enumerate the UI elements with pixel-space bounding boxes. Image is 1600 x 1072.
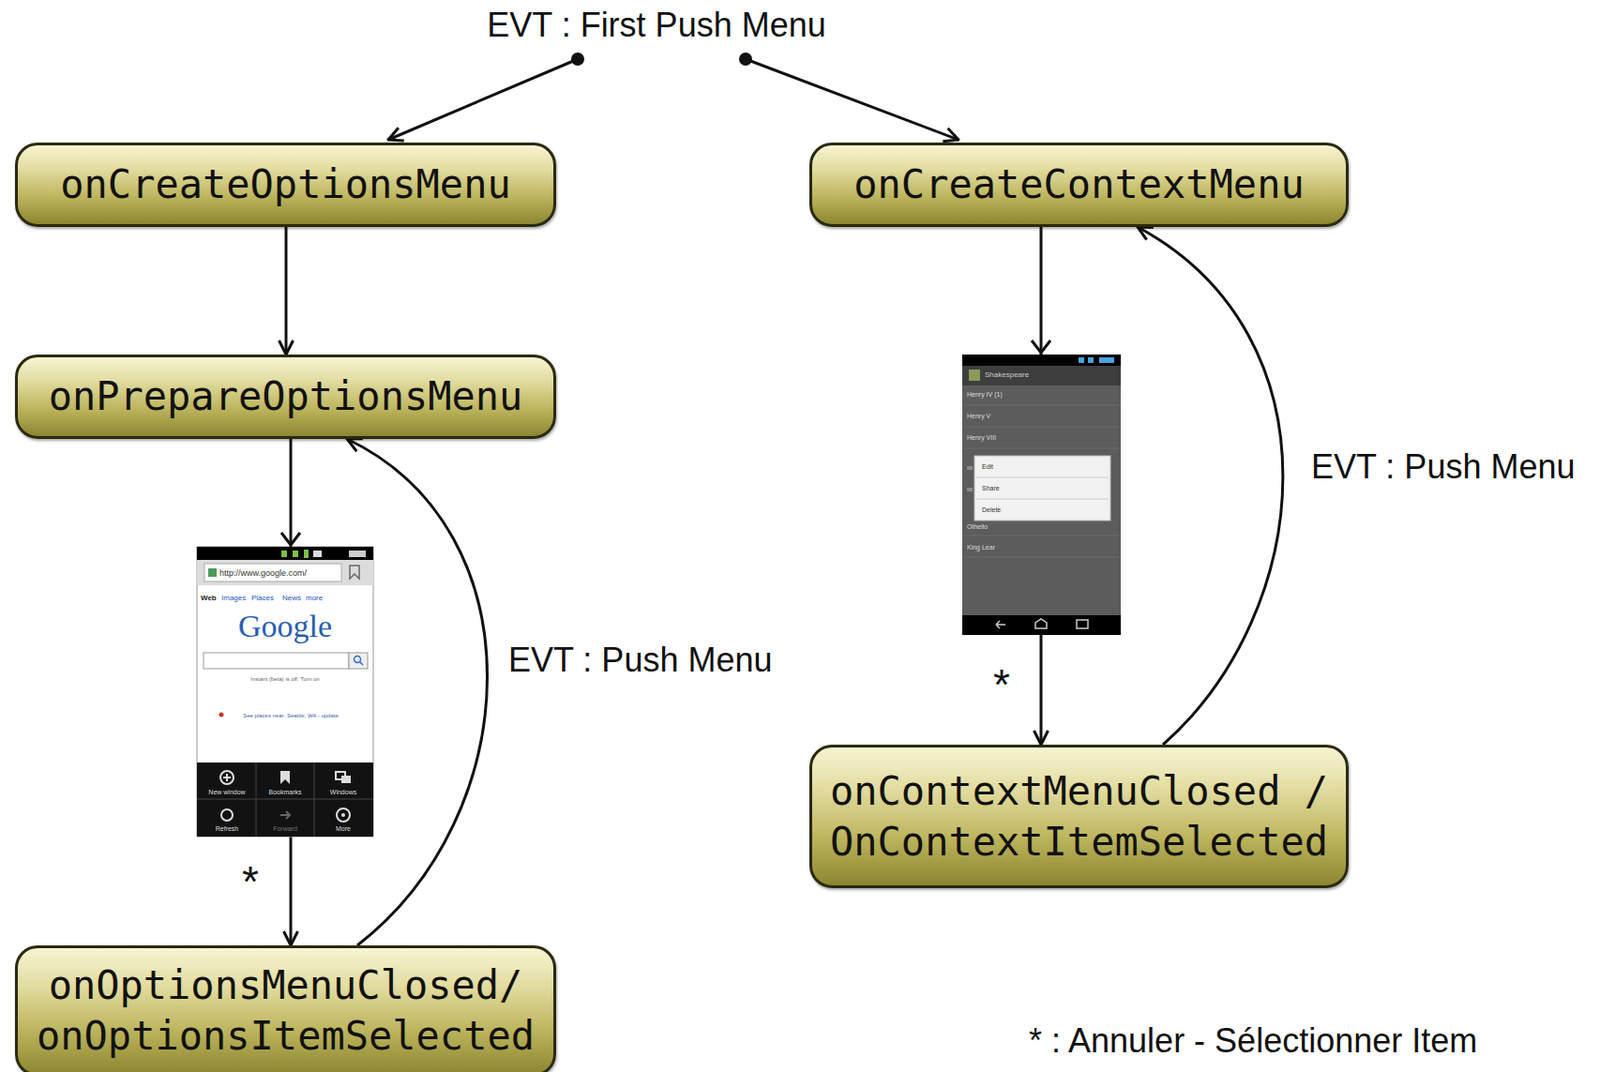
transition-arrow: [1137, 226, 1284, 745]
tab-link: Places: [251, 593, 274, 603]
edge-label: EVT : Push Menu: [1309, 447, 1577, 486]
context-menu-screenshot-part: [962, 405, 1121, 407]
options-menu-screenshot-part: [314, 762, 316, 837]
context-item: Share: [981, 484, 1000, 493]
options-menu-screenshot-part: [196, 559, 374, 586]
context-menu-screenshot-part: [962, 448, 1121, 450]
options-menu-screenshot-part: [336, 808, 350, 822]
tab-link: Web: [200, 593, 217, 603]
context-menu-screenshot-part: [976, 477, 1109, 479]
options-menu-screenshot-part: [196, 799, 374, 800]
method-name: onOptionsMenuClosed/ onOptionsItemSelect…: [33, 960, 538, 1062]
context-menu-screenshot-part: [962, 615, 1121, 635]
context-menu-screenshot-part: [966, 487, 973, 492]
start-arrows-part: [388, 59, 578, 140]
list-item: Othello: [966, 523, 988, 531]
edge-star: *: [240, 857, 261, 907]
options-menu-screenshot-part: [313, 550, 322, 558]
options-menu-screenshot-part: [196, 546, 374, 837]
tab-link: News: [282, 593, 302, 603]
list-item: King Lear: [966, 543, 996, 552]
list-item: Henry V: [966, 412, 991, 421]
options-menu-screenshot-part: [348, 652, 368, 669]
context-item: Edit: [981, 463, 994, 471]
options-menu-screenshot-part: [341, 813, 346, 817]
options-menu-screenshot-part: [292, 550, 299, 558]
context-item: Delete: [981, 506, 1001, 514]
options-menu-screenshot-part: [354, 656, 362, 664]
state-box: onPrepareOptionsMenu: [15, 354, 557, 439]
edge-label: EVT : Push Menu: [506, 640, 774, 680]
context-menu-screenshot-part: [1031, 340, 1051, 353]
options-menu-screenshot-part: [349, 565, 360, 579]
context-menu-screenshot-part: [962, 426, 1121, 428]
options-menu-screenshot-part: [196, 762, 374, 837]
list-item: Henry IV (1): [966, 391, 1003, 399]
start-arrows-part: [745, 59, 959, 140]
options-menu-screenshot-part: [360, 662, 364, 666]
app-title: Shakespeare: [984, 370, 1029, 379]
context-menu-screenshot-part: [974, 455, 1111, 521]
state-box: onCreateOptionsMenu: [15, 142, 557, 227]
options-menu-screenshot-part: [219, 712, 225, 718]
context-menu-screenshot-part: [1035, 618, 1047, 629]
edge-star: *: [991, 660, 1012, 710]
context-menu-screenshot-part: [962, 557, 1121, 559]
small-note: See places near: Seattle, WA - update: [242, 712, 339, 720]
options-menu-screenshot-part: [280, 770, 290, 785]
context-menu-screenshot-part: [1099, 357, 1115, 363]
list-item: Henry VIII: [966, 434, 997, 442]
options-menu-screenshot-part: [256, 762, 257, 837]
options-menu-screenshot-part: [281, 532, 301, 545]
context-menu-screenshot-part: [968, 369, 981, 381]
state-box: onContextMenuClosed / OnContextItemSelec…: [809, 744, 1349, 889]
menu-item: Forward: [272, 825, 298, 833]
state-box: onCreateContextMenu: [809, 142, 1349, 227]
options-menu-screenshot-part: [221, 809, 233, 821]
legend-note: * : Annuler - Sélectionner Item: [1028, 1021, 1478, 1060]
options-menu-screenshot-part: [203, 652, 349, 669]
event-label: EVT : First Push Menu: [486, 5, 826, 45]
context-menu-screenshot-part: [962, 354, 1121, 366]
options-menu-screenshot-part: [280, 811, 290, 819]
options-menu-screenshot-part: [208, 568, 217, 577]
context-menu-screenshot-part: [962, 365, 1121, 386]
context-menu-screenshot: [962, 340, 1121, 635]
options-menu-screenshot-part: [303, 549, 309, 559]
options-menu-screenshot-part: [196, 546, 374, 560]
context-menu-screenshot-part: [976, 498, 1109, 500]
options-menu-screenshot-part: [223, 773, 231, 782]
method-name: onCreateOptionsMenu: [60, 159, 511, 211]
start-arrows: [388, 52, 959, 140]
menu-item: New window: [208, 788, 245, 797]
method-name: onContextMenuClosed / OnContextItemSelec…: [828, 766, 1330, 868]
transition-arrow: [285, 226, 288, 355]
tab-link: Images: [221, 593, 246, 603]
context-menu-screenshot-part: [962, 354, 1121, 635]
context-menu-screenshot-part: [1078, 357, 1085, 363]
method-name: onPrepareOptionsMenu: [48, 371, 524, 423]
menu-item: Bookmarks: [268, 788, 302, 797]
small-note: Instant (beta) is off: Turn on: [250, 676, 319, 683]
url-text: http://www.google.com/: [219, 568, 307, 578]
options-menu-screenshot-part: [281, 550, 287, 558]
state-box: onOptionsMenuClosed/ onOptionsItemSelect…: [15, 945, 557, 1072]
options-menu-screenshot-part: [348, 550, 366, 558]
context-menu-screenshot-part: [1076, 619, 1088, 629]
options-menu-screenshot-part: [341, 775, 351, 784]
options-menu-screenshot: [196, 532, 374, 837]
context-menu-screenshot-part: [1087, 357, 1094, 363]
menu-item: Refresh: [215, 825, 240, 833]
menu-item: Windows: [330, 788, 357, 797]
context-menu-screenshot-part: [966, 466, 973, 470]
context-menu-screenshot-part: [996, 620, 1006, 629]
logo-text: Google: [238, 607, 333, 645]
options-menu-screenshot-part: [204, 563, 342, 582]
options-menu-screenshot-part: [220, 770, 234, 785]
tab-link: more: [305, 593, 323, 603]
context-menu-screenshot-part: [962, 535, 1121, 537]
menu-item: More: [335, 825, 351, 833]
method-name: onCreateContextMenu: [853, 159, 1304, 211]
